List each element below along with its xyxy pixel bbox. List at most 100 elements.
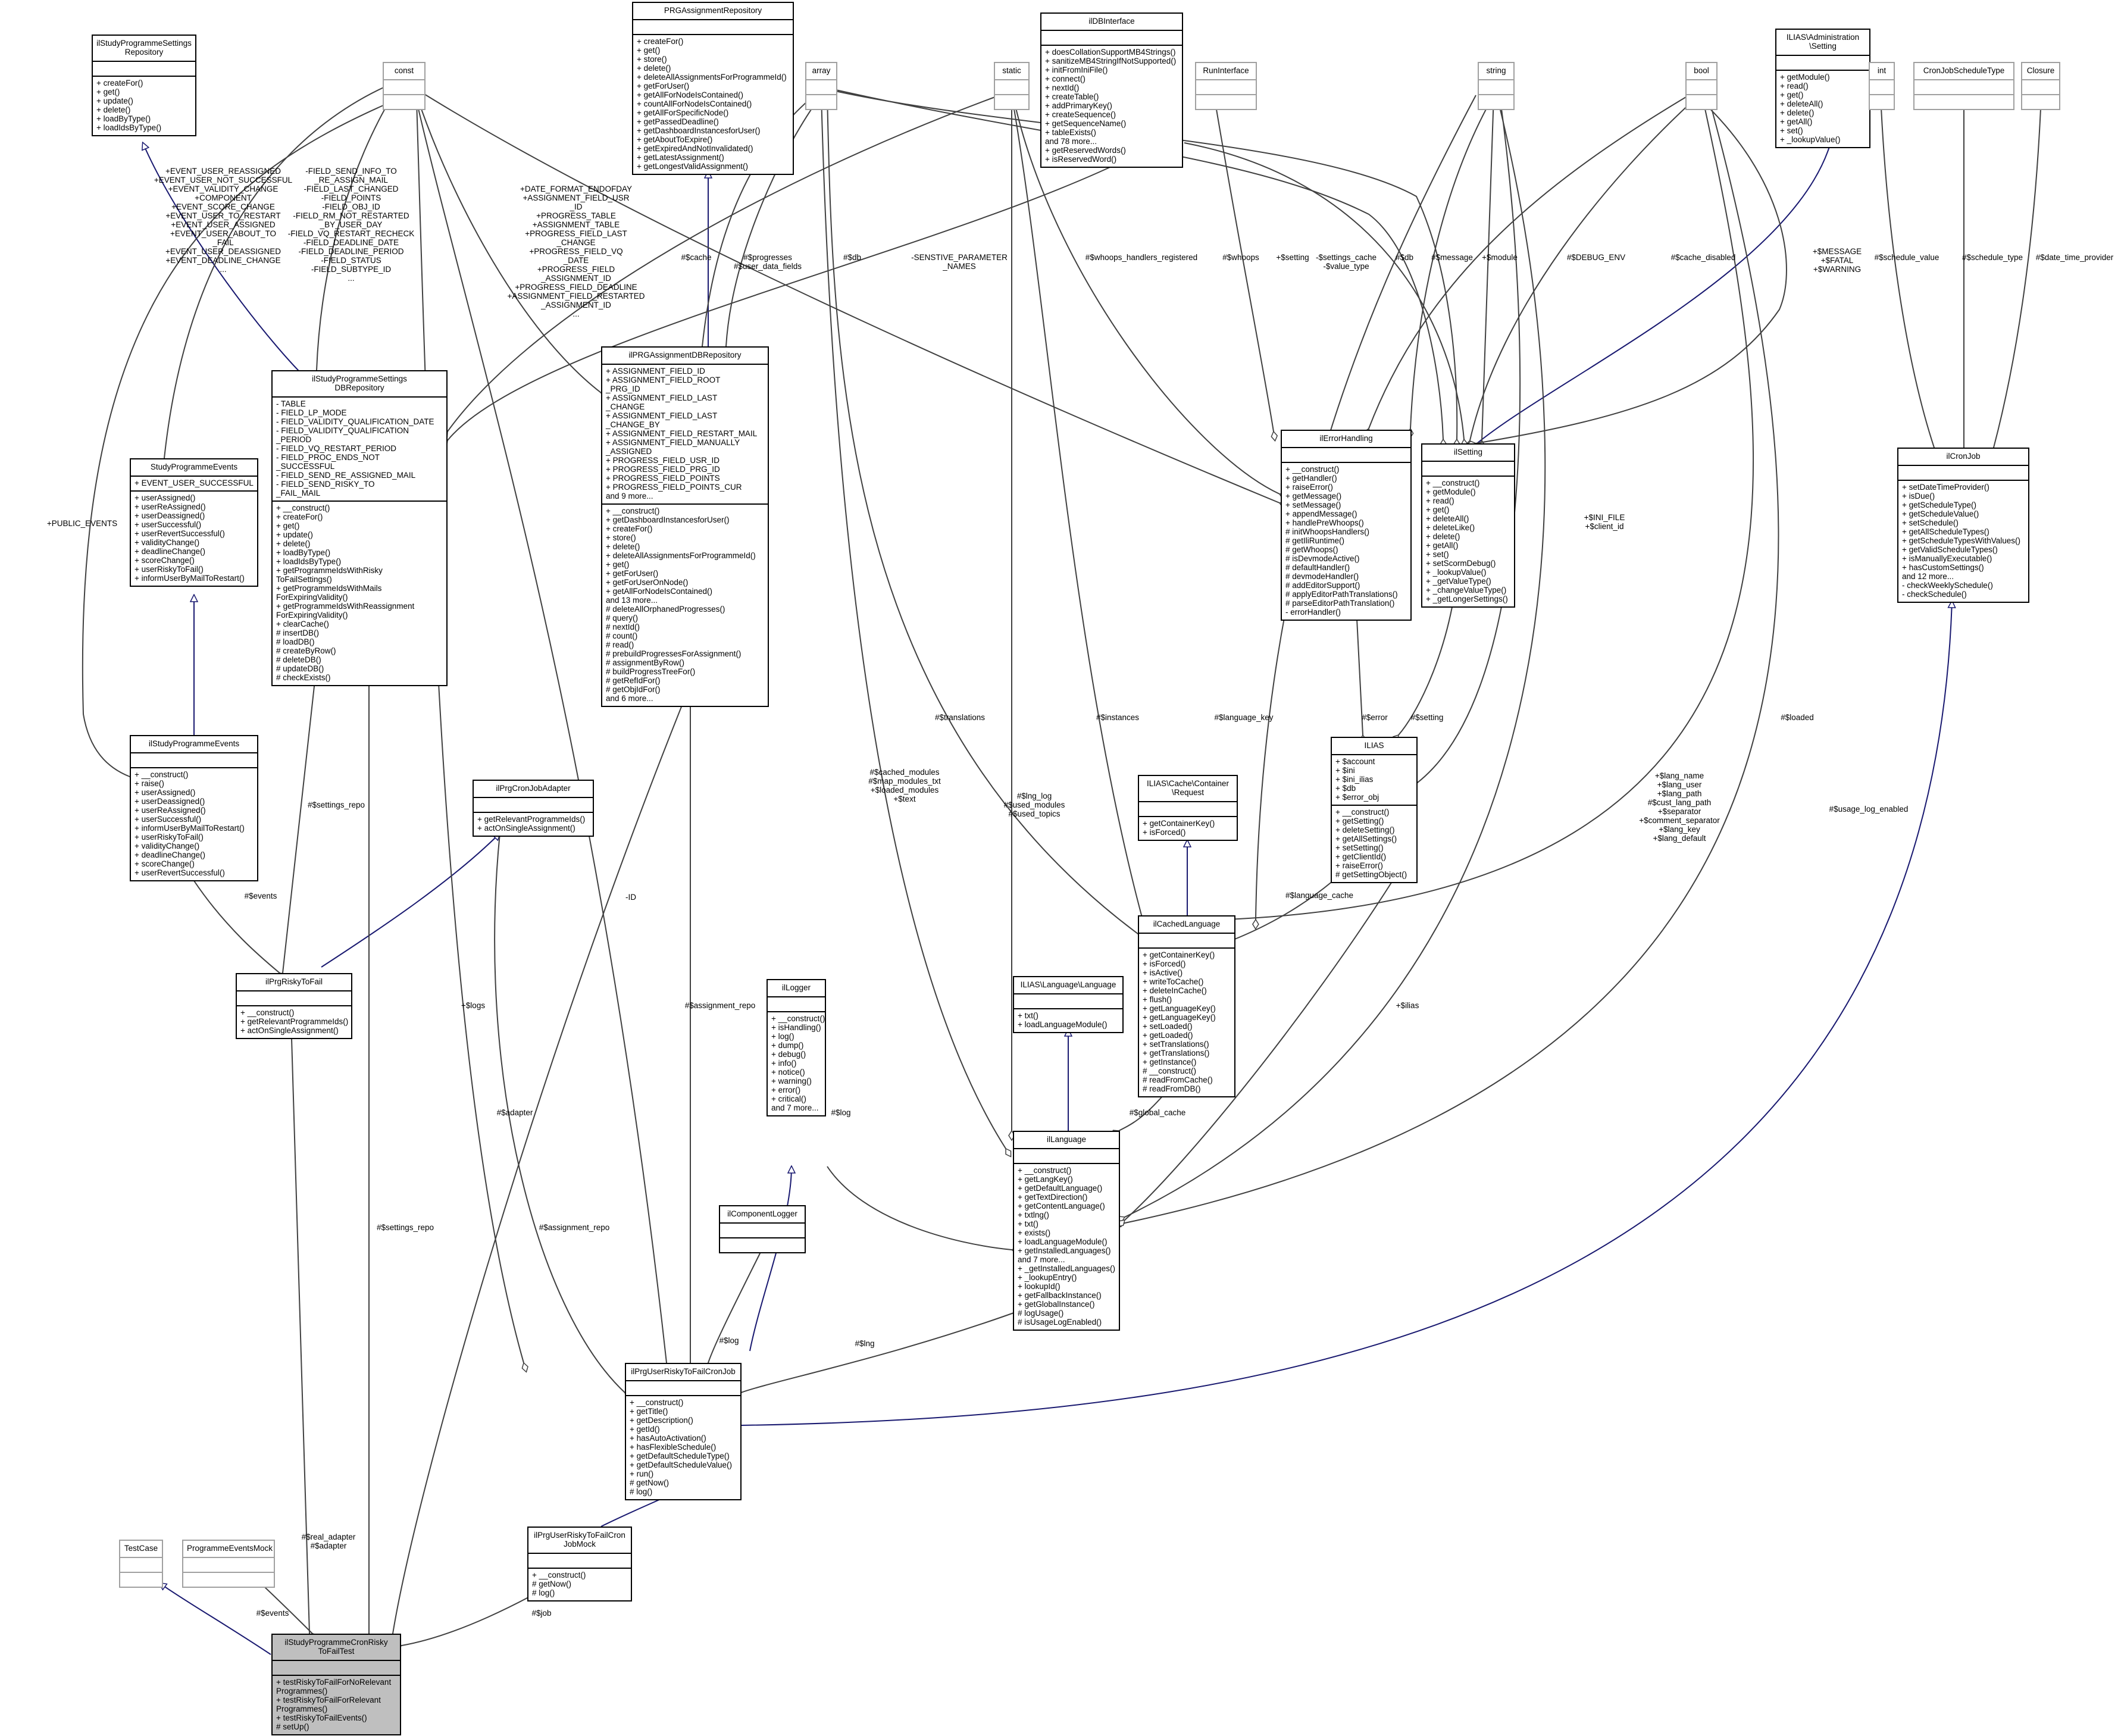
attributes-section <box>1914 79 2013 94</box>
attributes-section <box>806 79 836 94</box>
attributes-section <box>273 1660 400 1675</box>
assoc-global-cache <box>1119 1094 1164 1131</box>
edge-label-events-mock: #$events <box>256 1609 289 1618</box>
edge-label-global-cache: #$global_cache <box>1129 1108 1186 1117</box>
class-logger[interactable]: ilLogger + __construct() + isHandling() … <box>767 979 826 1116</box>
class-title: string <box>1486 66 1506 75</box>
edge-label-lng: #$lng <box>855 1339 875 1348</box>
attributes-section: + EVENT_USER_SUCCESSFUL <box>131 476 257 490</box>
class-title: ilErrorHandling <box>1319 434 1373 443</box>
edge-label-error: #$error <box>1362 713 1388 722</box>
assoc-error <box>1356 618 1363 735</box>
class-const[interactable]: const <box>383 62 426 110</box>
class-prg-assignment-repository[interactable]: PRGAssignmentRepository + createFor() + … <box>632 2 794 175</box>
class-cron-job[interactable]: ilCronJob + setDateTimeProvider() + isDu… <box>1897 448 2029 603</box>
edge-label-schedule-type: #$schedule_type <box>1962 253 2023 262</box>
class-prg-user-risky-to-fail-cron-job[interactable]: ilPrgUserRiskyToFailCronJob + __construc… <box>625 1363 742 1500</box>
edge-label-lng-log: #$lng_log #$used_modules #$used_topics <box>1003 792 1065 818</box>
assoc-prg-const <box>416 95 601 393</box>
edge-label-whoops: #$whoops <box>1222 253 1259 262</box>
edge-label-field-constants: -FIELD_SEND_INFO_TO _RE_ASSIGN_MAIL -FIE… <box>287 167 415 283</box>
assoc-language-cache <box>1232 880 1334 940</box>
edge-label-db: #$db <box>843 253 862 262</box>
class-error-handling[interactable]: ilErrorHandling + __construct() + getHan… <box>1281 430 1412 621</box>
inherit-admin-setting <box>1469 134 1833 450</box>
methods-section <box>183 1572 274 1587</box>
attributes-section <box>384 79 424 94</box>
class-title: ILIAS\Administration \Setting <box>1786 33 1860 51</box>
edge-label-assignment-repo: #$assignment_repo <box>684 1001 756 1010</box>
methods-section: + txt() + loadLanguageModule() <box>1014 1008 1122 1032</box>
class-il-language[interactable]: ilLanguage + __construct() + getLangKey(… <box>1013 1131 1120 1331</box>
attributes-section <box>131 752 257 767</box>
methods-section <box>384 94 424 109</box>
methods-section <box>2022 94 2059 109</box>
methods-section <box>995 94 1028 109</box>
methods-section: + createFor() + get() + update() + delet… <box>93 76 195 135</box>
edge-label-real-adapter: #$real_adapter #$adapter <box>301 1532 356 1550</box>
class-title: static <box>1002 66 1021 75</box>
class-title: ILIAS <box>1364 741 1384 750</box>
class-ilias[interactable]: ILIAS + $account + $ini + $ini_ilias + $… <box>1331 737 1418 883</box>
class-component-logger[interactable]: ilComponentLogger <box>719 1205 806 1253</box>
class-il-setting[interactable]: ilSetting + __construct() + getModule() … <box>1421 443 1515 608</box>
inherit-cron-adapter <box>321 833 500 968</box>
class-settings-repository[interactable]: ilStudyProgrammeSettings Repository + cr… <box>92 35 196 136</box>
class-language-interface[interactable]: ILIAS\Language\Language + txt() + loadLa… <box>1013 976 1124 1033</box>
inherit-settings-repo <box>143 143 316 387</box>
attributes-section <box>633 19 793 34</box>
class-prg-risky-to-fail[interactable]: ilPrgRiskyToFail + __construct() + getRe… <box>236 973 352 1039</box>
class-prg-cron-job-adapter[interactable]: ilPrgCronJobAdapter + getRelevantProgram… <box>473 780 594 837</box>
class-db-interface[interactable]: ilDBInterface + doesCollationSupportMB4S… <box>1040 12 1183 168</box>
class-test-case[interactable]: TestCase <box>119 1540 163 1588</box>
assoc-db-settings <box>448 130 1179 440</box>
class-title: TestCase <box>124 1544 158 1553</box>
assoc-component-logger <box>708 1249 762 1363</box>
class-cache-request[interactable]: ILIAS\Cache\Container \Request + getCont… <box>1138 775 1238 841</box>
class-settings-db-repository[interactable]: ilStudyProgrammeSettings DBRepository - … <box>271 370 448 686</box>
class-bool[interactable]: bool <box>1685 62 1718 110</box>
assoc-cached-modules <box>821 95 1006 1149</box>
class-admin-setting[interactable]: ILIAS\Administration \Setting + getModul… <box>1775 29 1870 148</box>
methods-section <box>1914 94 2013 109</box>
class-int[interactable]: int <box>1869 62 1895 110</box>
edge-label-settings-repo: #$settings_repo <box>307 800 365 809</box>
assoc-settings-const <box>317 95 393 370</box>
methods-section <box>1870 94 1894 109</box>
attributes-section <box>474 797 593 812</box>
class-cached-language[interactable]: ilCachedLanguage + getContainerKey() + i… <box>1138 915 1235 1097</box>
class-title: ilComponentLogger <box>727 1209 797 1218</box>
methods-section <box>1479 94 1513 109</box>
methods-section: + createFor() + get() + store() + delete… <box>633 34 793 174</box>
class-array[interactable]: array <box>805 62 837 110</box>
attributes-section <box>768 996 825 1011</box>
class-run-interface[interactable]: RunInterface <box>1195 62 1257 110</box>
methods-section: + getRelevantProgrammeIds() + actOnSingl… <box>474 812 593 836</box>
attributes-section <box>93 61 195 76</box>
attributes-section <box>1282 447 1410 462</box>
class-string[interactable]: string <box>1478 62 1515 110</box>
methods-section: + __construct() + getSetting() + deleteS… <box>1332 805 1416 882</box>
edge-label-module: +$module <box>1482 253 1518 262</box>
class-title: ilPRGAssignmentDBRepository <box>628 351 742 359</box>
methods-section: + getContainerKey() + isForced() + isAct… <box>1139 947 1234 1096</box>
class-prg-assignment-db-repository[interactable]: ilPRGAssignmentDBRepository + ASSIGNMENT… <box>601 346 769 707</box>
edge-label-settings-repo-2: #$settings_repo <box>376 1223 434 1232</box>
methods-section: + setDateTimeProvider() + isDue() + getS… <box>1898 480 2028 602</box>
class-title: CronJobScheduleType <box>1923 66 2005 75</box>
edge-label-settings-cache: -$settings_cache -$value_type <box>1315 253 1377 271</box>
class-closure[interactable]: Closure <box>2021 62 2060 110</box>
class-cron-schedule-type[interactable]: CronJobScheduleType <box>1913 62 2014 110</box>
class-programme-events-mock[interactable]: ProgrammeEventsMock <box>182 1540 275 1588</box>
class-static[interactable]: static <box>994 62 1030 110</box>
class-il-study-programme-events[interactable]: ilStudyProgrammeEvents + __construct() +… <box>130 735 258 881</box>
class-study-programme-events[interactable]: StudyProgrammeEvents + EVENT_USER_SUCCES… <box>130 458 258 587</box>
assoc-settings-cache <box>827 89 1457 439</box>
class-title: ilPrgUserRiskyToFailCronJob <box>631 1367 736 1376</box>
class-prg-user-risky-to-fail-cron-job-mock[interactable]: ilPrgUserRiskyToFailCron JobMock + __con… <box>527 1527 632 1602</box>
assoc-module <box>1482 95 1494 440</box>
class-cron-risky-to-fail-test[interactable]: ilStudyProgrammeCronRisky ToFailTest + t… <box>271 1634 401 1735</box>
methods-section: + doesCollationSupportMB4Strings() + san… <box>1041 45 1182 167</box>
class-title: array <box>812 66 831 75</box>
edge-label-loaded: #$loaded <box>1781 713 1814 722</box>
